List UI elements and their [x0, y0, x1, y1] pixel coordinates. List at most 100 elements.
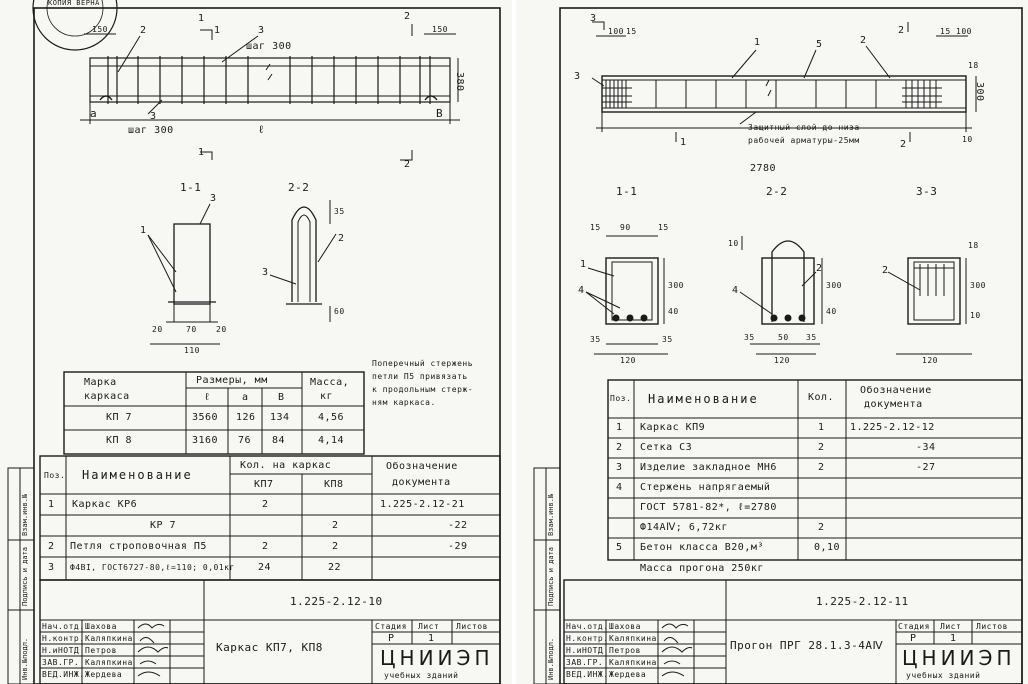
r-spec-r1-doc: 1.225-2.12-12: [850, 422, 935, 433]
size-row-2-mark: КП 8: [106, 435, 133, 446]
spec-r2-name: КР 7: [150, 520, 177, 531]
r-spec-h-qty: Кол.: [808, 392, 835, 403]
r-spec-r6-qty: 2: [818, 522, 825, 533]
r-title-p3-role: Н.иНОТД: [566, 646, 604, 655]
plan-dim-150-left: 150: [92, 25, 108, 34]
r-d18: 18: [968, 241, 979, 250]
r-sec-c4b: 4: [732, 285, 739, 296]
spec-r3-kp7: 2: [262, 541, 269, 552]
right-linework: [533, 7, 1023, 684]
r-title-stage-h: Стадия: [898, 622, 930, 631]
dim-110: 110: [184, 346, 200, 355]
r-title-sheets-h: Листов: [976, 622, 1008, 631]
r-title-org: ЦНИИЭП: [902, 646, 1016, 670]
size-row-1-mark: КП 7: [106, 412, 133, 423]
r-callout-5: 5: [816, 39, 823, 50]
r-d300c: 300: [970, 281, 986, 290]
size-row-2-mass: 4,14: [318, 435, 345, 446]
r-d300b: 300: [826, 281, 842, 290]
spec-r4-pos: 3: [48, 562, 55, 573]
r-d15: 15: [590, 223, 601, 232]
r-dim-100a: 100: [608, 27, 624, 36]
r-d120a: 120: [620, 356, 636, 365]
title-org: ЦНИИЭП: [380, 646, 494, 670]
title-org-sub: учебных зданий: [384, 671, 459, 680]
r-sec-c2: 2: [816, 263, 823, 274]
title-p4-name: Каляпкина: [85, 658, 133, 667]
title-p3-role: Н.иНОТД: [42, 646, 80, 655]
title-p3-name: Петров: [85, 646, 117, 655]
size-row-1-mass: 4,56: [318, 412, 345, 423]
size-row-1-b: 134: [270, 412, 290, 423]
r-dim-300: 300: [974, 82, 985, 102]
sec-callout-2: 2: [338, 233, 345, 244]
r-spec-r2-pos: 2: [616, 442, 623, 453]
spec-r3-doc: -29: [448, 541, 468, 552]
size-row-1-a: 126: [236, 412, 256, 423]
title-stage-h: Стадия: [375, 622, 407, 631]
r-spec-r3-doc: -27: [916, 462, 936, 473]
size-row-1-l: 3560: [192, 412, 219, 423]
side-inv: Инв.№подл.: [21, 637, 29, 680]
spec-r4-kp8: 22: [328, 562, 342, 573]
r-d40b: 40: [826, 307, 837, 316]
spec-h-doc-1: Обозначение: [386, 461, 458, 472]
spec-r4-kp7: 24: [258, 562, 272, 573]
sheet-gap: [512, 0, 516, 684]
r-title-p3-name: Петров: [609, 646, 641, 655]
r-spec-r7-name: Бетон класса В20,м³: [640, 542, 764, 553]
r-title-p5-name: Жердева: [609, 670, 647, 679]
callout-1b: 1: [198, 147, 205, 158]
plan-length: ℓ: [258, 123, 266, 136]
title-p5-name: Жердева: [85, 670, 123, 679]
r-sec-c1: 1: [580, 259, 587, 270]
r-callout-2c: 2: [900, 139, 907, 150]
size-h-a: a: [242, 392, 249, 403]
spec-h-qty: Кол. на каркас: [240, 460, 332, 471]
r-title-p2-name: Каляпкина: [609, 634, 657, 643]
r-spec-r3-qty: 2: [818, 462, 825, 473]
title-code: 1.225-2.12-10: [290, 595, 383, 608]
drawing-sheet-left: КОПИЯ ВЕРНА шаг 300 шаг 300 ℓ a B 150 15…: [0, 0, 512, 684]
dim-20b: 20: [216, 325, 227, 334]
r-spec-r1-name: Каркас КП9: [640, 422, 706, 433]
sec-callout-3b: 3: [262, 267, 269, 278]
r-d300a: 300: [668, 281, 684, 290]
r-title-p1-name: Шахова: [609, 622, 641, 631]
r-d35-1: 35: [590, 335, 601, 344]
r-note-2: рабочей арматуры-25мм: [748, 136, 860, 145]
r-spec-r3-name: Изделие закладное МН6: [640, 462, 777, 473]
plan-step-top: шаг 300: [246, 41, 292, 52]
spec-r1-kp7: 2: [262, 499, 269, 510]
spec-r3-name: Петля строповочная П5: [70, 541, 207, 552]
title-p5-role: ВЕД.ИНЖ.: [42, 670, 85, 679]
note-line-3: к продольным стерж-: [372, 385, 474, 394]
r-title-p1-role: Нач.отд.: [566, 622, 609, 631]
r-d35: 35: [744, 333, 755, 342]
r-spec-r2-qty: 2: [818, 442, 825, 453]
plan-a: a: [90, 107, 98, 120]
dim-60: 60: [334, 307, 345, 316]
spec-h-pos: Поз.: [44, 471, 66, 480]
dim-35: 35: [334, 207, 345, 216]
r-spec-r2-name: Сетка С3: [640, 442, 693, 453]
title-p1-name: Шахова: [85, 622, 117, 631]
note-line-2: петли П5 привязать: [372, 372, 468, 381]
callout-2b: 2: [404, 11, 411, 22]
spec-r1-name: Каркас КР6: [72, 499, 138, 510]
r-side-sign: Подпись и дата: [547, 546, 555, 606]
stamp-text: КОПИЯ ВЕРНА: [48, 0, 100, 7]
r-spec-r6-name: Ф14АⅣ; 6,72кг: [640, 522, 728, 533]
r-spec-r4-name: Стержень напрягаемый: [640, 482, 771, 493]
r-sec-3-3: 3-3: [916, 185, 938, 198]
r-d35-2: 35: [662, 335, 673, 344]
section-1-1-title: 1-1: [180, 181, 202, 194]
spec-r2-kp8: 2: [332, 520, 339, 531]
left-linework: [7, 0, 501, 684]
r-spec-h-doc-2: документа: [864, 399, 923, 410]
callout-3a: 3: [258, 25, 265, 36]
plan-height: 380: [454, 72, 465, 92]
r-dim-2780: 2780: [750, 163, 777, 174]
spec-r2-doc: -22: [448, 520, 468, 531]
title-p1-role: Нач.отд.: [42, 622, 85, 631]
